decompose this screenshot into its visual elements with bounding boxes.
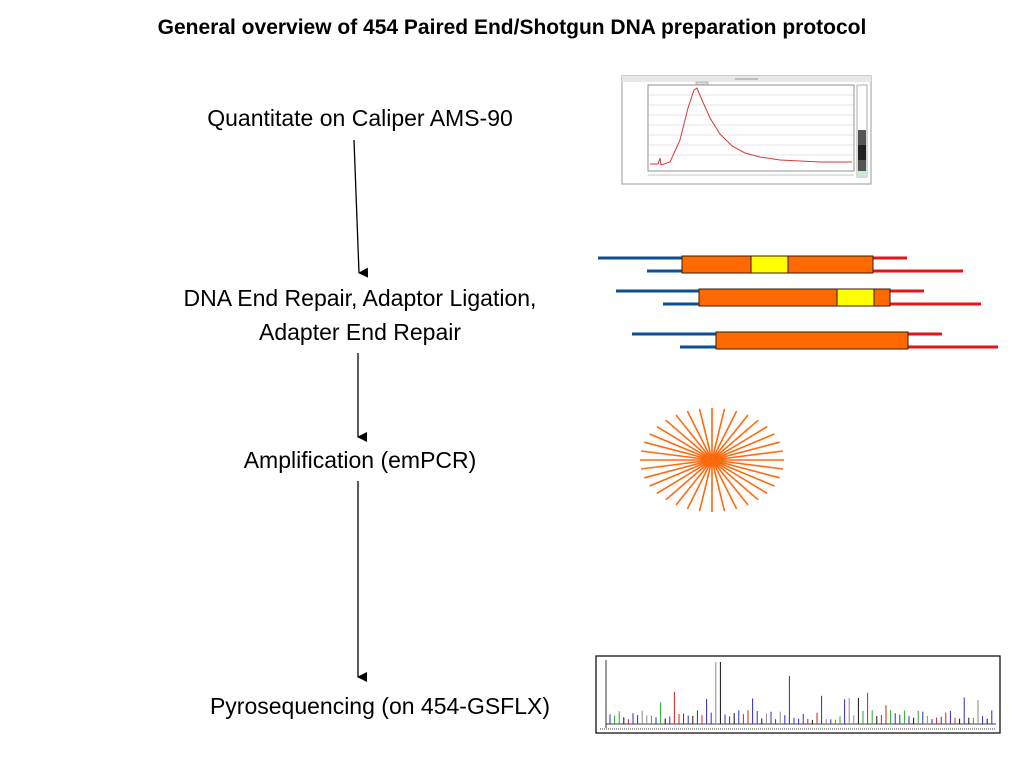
bead-ray xyxy=(640,450,713,461)
bead-ray xyxy=(675,414,713,461)
bead-ray xyxy=(711,459,768,495)
bead-ray xyxy=(711,441,780,461)
step-end-repair: DNA End Repair, Adaptor Ligation, Adapte… xyxy=(110,281,610,349)
bead-ray xyxy=(686,459,713,510)
bead-ray xyxy=(675,459,713,506)
bead-ray xyxy=(665,459,713,501)
bead-ray xyxy=(644,459,713,479)
bead-ray xyxy=(711,425,768,461)
arrow-1 xyxy=(353,139,369,278)
bead-ray xyxy=(656,459,713,495)
bead-ray xyxy=(640,459,713,470)
step-end-repair-label: DNA End Repair, Adaptor Ligation, Adapte… xyxy=(183,285,537,345)
bead-ray xyxy=(698,459,713,512)
bead-ray xyxy=(656,425,713,461)
bead-ray xyxy=(665,419,713,461)
step-pyrosequencing: Pyrosequencing (on 454-GSFLX) xyxy=(209,693,551,719)
bead-ray xyxy=(711,459,780,479)
bead-ray xyxy=(649,459,713,487)
bead-ray xyxy=(711,433,775,461)
bead-ray xyxy=(649,433,713,461)
bead-ray xyxy=(711,459,726,512)
bead-ray xyxy=(711,408,726,461)
bead-ray xyxy=(711,410,738,461)
bead-ray xyxy=(711,459,775,487)
pyrogram-thumbnail xyxy=(595,655,1001,734)
bead-ray xyxy=(711,459,784,470)
page-title: General overview of 454 Paired End/Shotg… xyxy=(157,16,867,39)
bead-ray xyxy=(711,419,759,461)
bead-ray xyxy=(711,450,784,461)
bead-ray xyxy=(686,410,713,461)
empcr-bead xyxy=(640,408,784,512)
dna-fragment-library xyxy=(598,255,998,350)
bead-ray xyxy=(711,459,759,501)
bead-ray xyxy=(711,414,749,461)
bead-ray xyxy=(711,459,738,510)
bead-ray xyxy=(711,459,749,506)
bead-ray xyxy=(698,408,713,461)
step-quantitate: Quantitate on Caliper AMS-90 xyxy=(207,105,513,131)
step-amplification: Amplification (emPCR) xyxy=(243,447,477,473)
electropherogram-thumbnail xyxy=(621,75,872,185)
bead-ray xyxy=(644,441,713,461)
